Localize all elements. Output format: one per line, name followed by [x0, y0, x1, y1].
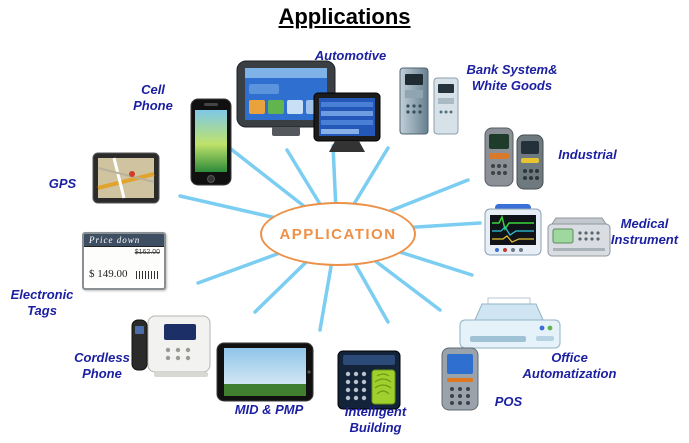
page-title: Applications	[278, 4, 411, 29]
automotive-display-image	[313, 92, 381, 159]
label-cordless-phone: Cordless Phone	[74, 350, 130, 381]
ecg-instrument-image	[546, 216, 612, 267]
electronic-tag-price: $ 149.00	[89, 268, 128, 280]
cordless-phone-image	[126, 310, 216, 385]
label-mid-pmp: MID & PMP	[234, 402, 304, 417]
electronic-tag-old-price: $162.00	[134, 249, 160, 256]
automotive-nav-image	[236, 60, 336, 143]
label-industrial: Industrial	[558, 147, 617, 162]
label-gps: GPS	[48, 176, 77, 191]
label-medical-instrument: Medical Instrument	[610, 216, 679, 247]
label-intelligent-building: Intelligent Building	[344, 404, 407, 435]
medical-monitor-image	[483, 203, 543, 266]
label-electronic-tags: Electronic Tags	[10, 287, 74, 318]
center-application-ellipse: APPLICATION	[260, 202, 416, 266]
label-bank-system: Bank System& White Goods	[466, 62, 558, 93]
electronic-tag-image: Price down $162.00 $ 149.00	[82, 232, 166, 290]
barcode-icon	[136, 271, 158, 279]
label-pos: POS	[494, 394, 523, 409]
electronic-tag-header: Price down	[84, 234, 164, 247]
industrial-handheld-image	[483, 126, 547, 195]
label-cell-phone: Cell Phone	[133, 82, 173, 113]
gps-device-image	[92, 152, 160, 209]
mid-pmp-tablet-image	[216, 342, 314, 407]
cell-phone-image	[190, 98, 232, 191]
center-application-label: APPLICATION	[279, 225, 397, 243]
label-office-automatization: Office Automatization	[522, 350, 617, 381]
electronic-tag-body: $162.00 $ 149.00	[84, 247, 164, 283]
pos-device-image	[440, 346, 480, 417]
intelligent-building-device-image	[337, 350, 401, 415]
label-automotive: Automotive	[314, 48, 387, 63]
bank-system-image	[398, 66, 462, 143]
printer-image	[458, 296, 562, 357]
